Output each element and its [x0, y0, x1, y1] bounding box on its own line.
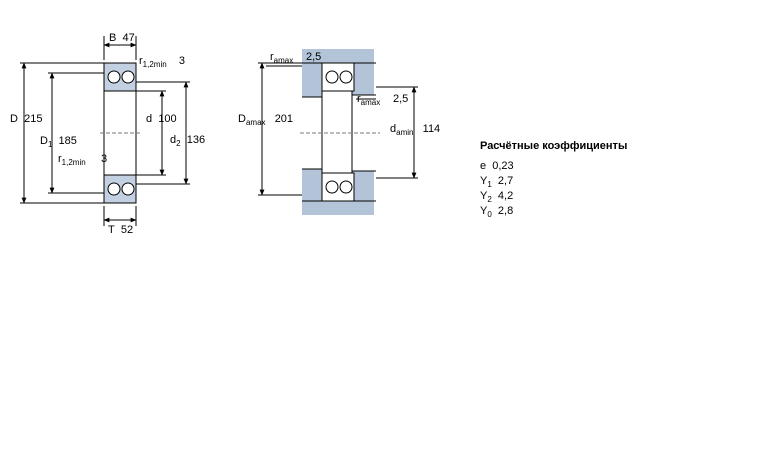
label-da: damin 114: [390, 123, 441, 137]
label-D: D 215: [10, 113, 43, 125]
coef-Y0: Y0 2,8: [480, 205, 514, 219]
label-ra-top-value: 2,5: [306, 51, 322, 63]
coef-Y2: Y2 4,2: [480, 190, 514, 204]
label-ra-top: ramax: [270, 51, 294, 65]
label-ra-right-value: 2,5: [393, 93, 409, 105]
abutment-dimension-lines: [258, 62, 418, 196]
label-B: B 47: [109, 32, 135, 44]
abutment-cross-section: [300, 49, 380, 215]
label-r12-mid: r1,2min: [58, 153, 86, 167]
bearing-cross-section: [100, 62, 142, 204]
label-T: T 52: [108, 224, 134, 236]
label-D1: D1 185: [40, 135, 77, 149]
label-r12-mid-value: 3: [101, 153, 108, 165]
coef-Y1: Y1 2,7: [480, 175, 514, 189]
bearing-dimension-lines: [20, 36, 190, 226]
label-d: d 100: [146, 113, 177, 125]
label-Da: Damax 201: [238, 113, 294, 127]
label-ra-right: ramax: [357, 93, 381, 107]
coefficients-title: Расчётные коэффициенты: [480, 140, 628, 152]
label-d2: d2 136: [170, 134, 206, 148]
coef-e: e 0,23: [480, 160, 514, 172]
label-r12-top: r1,2min 3: [139, 55, 186, 69]
